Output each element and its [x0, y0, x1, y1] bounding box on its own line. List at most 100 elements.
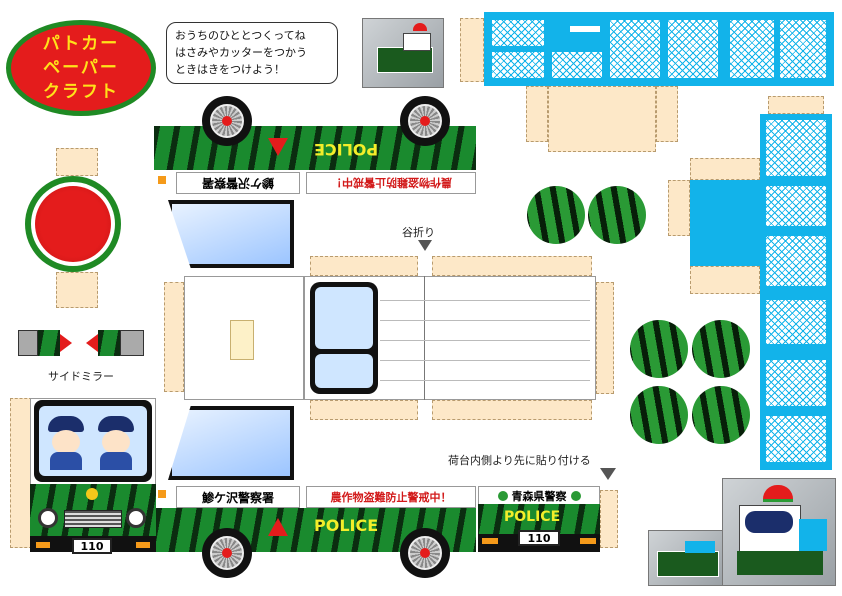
- bed-bottom-tab-right: [432, 400, 592, 420]
- hub: [420, 116, 430, 126]
- bed-line-5: [380, 380, 590, 381]
- crate-top-mesh-3: [552, 52, 602, 78]
- crate-top-bottom-flap: [548, 86, 656, 152]
- safety-note: おうちのひととつくってね はさみやカッターをつかう ときはきをつけよう！: [166, 22, 338, 84]
- crate-top-mesh-1: [492, 20, 544, 46]
- wheel: [400, 96, 450, 146]
- officer-left-cap: [48, 416, 84, 432]
- rim: [210, 104, 244, 138]
- top-wheel-right: [400, 96, 450, 146]
- wheel: [202, 96, 252, 146]
- side-mirror-left: [18, 330, 74, 356]
- bed-fold-line: [424, 276, 425, 400]
- photo-model-cab: [403, 33, 431, 51]
- crate-top-mesh-5: [668, 20, 718, 78]
- bottom-wheel-right: [400, 528, 450, 578]
- large-photo-officers: [745, 511, 793, 533]
- crate-side-mesh-6: [766, 416, 826, 462]
- crate-top-mesh-7: [780, 20, 826, 78]
- front-windshield: [34, 400, 152, 482]
- front-emblem-icon: [86, 488, 98, 500]
- wheel: [202, 528, 252, 578]
- mirror-left-panel: [18, 330, 38, 356]
- mirror-left-triangle: [60, 334, 72, 352]
- crate-side-left-flap-top: [690, 158, 760, 180]
- top-red-triangle: [268, 138, 288, 156]
- rear-melon-icon-left: [497, 491, 508, 501]
- officer-right-icon: [96, 416, 136, 470]
- mirror-right-triangle: [86, 334, 98, 352]
- watermelon-emblem-rind: [31, 182, 115, 266]
- rear-prefecture-text: 青森県警察: [511, 490, 567, 503]
- rear-light-right: [580, 538, 596, 544]
- watermelon-6: [692, 386, 750, 444]
- large-photo-side: [737, 551, 823, 575]
- rear-light-left: [482, 538, 498, 544]
- bottom-warning-panel: 農作物盗難防止警戒中！: [306, 486, 476, 508]
- hub: [222, 548, 232, 558]
- top-orange-marker: [158, 176, 166, 184]
- rear-police-text: POLICE: [504, 509, 561, 525]
- crate-side-mesh-5: [766, 360, 826, 406]
- front-left-tab: [10, 398, 32, 548]
- top-warning-panel: 農作物盗難防止警戒中！: [306, 172, 476, 194]
- rear-prefecture-row: 青森県警察: [480, 488, 598, 504]
- watermelon-emblem-flesh: [35, 186, 111, 262]
- photo-melon-icon: [413, 23, 427, 31]
- finished-model-photo-top: [362, 18, 444, 88]
- hub: [420, 548, 430, 558]
- officer-left-face: [52, 430, 80, 454]
- large-photo-melon: [763, 485, 793, 502]
- mirror-bottom-tab: [56, 272, 98, 308]
- crate-side-left-panel: [690, 180, 760, 266]
- watermelon-4: [692, 320, 750, 378]
- title-line-3: クラフト: [43, 82, 119, 102]
- crate-top-mesh-2: [492, 52, 544, 78]
- bed-window: [310, 282, 378, 394]
- front-headlight-left: [38, 508, 58, 528]
- bed-right-tab: [596, 282, 614, 394]
- fold-label: 谷折り: [402, 226, 435, 239]
- bed-line-4: [380, 360, 590, 361]
- title-badge: パトカー ペーパー クラフト: [6, 20, 156, 116]
- bed-top-tab-left: [310, 256, 418, 276]
- officer-right-cap: [98, 416, 134, 432]
- rear-right-tab: [600, 490, 618, 548]
- bottom-police-text: POLICE: [314, 516, 379, 535]
- finished-model-photo-large: [722, 478, 836, 586]
- mirror-right-stripe: [98, 330, 120, 356]
- note-line-1: おうちのひととつくってね: [175, 29, 306, 42]
- mirror-right-panel: [120, 330, 144, 356]
- crate-side-mesh-1: [766, 120, 826, 176]
- bottom-red-triangle: [268, 518, 288, 536]
- hub: [222, 116, 232, 126]
- watermelon-1: [527, 186, 585, 244]
- officer-right-face: [102, 430, 130, 454]
- top-station-panel: 鯵ケ沢警察署: [176, 172, 300, 194]
- watermelon-3: [630, 320, 688, 378]
- officer-left-icon: [46, 416, 86, 470]
- rim: [408, 104, 442, 138]
- officer-left-body: [50, 452, 82, 470]
- front-headlight-right: [126, 508, 146, 528]
- crate-side-mesh-4: [766, 300, 826, 344]
- glue-note-label: 荷台内側より先に貼り付ける: [448, 454, 591, 467]
- crate-side-mesh-3: [766, 236, 826, 286]
- mirror-top-tab: [56, 148, 98, 176]
- front-indicator-right: [136, 542, 150, 548]
- front-plate: 110: [72, 538, 112, 554]
- bottom-warning-text: 農作物盗難防止警戒中！: [330, 491, 452, 504]
- mirror-left-stripe: [38, 330, 60, 356]
- crate-top-slot: [570, 26, 600, 32]
- roof-sticker: [230, 320, 254, 360]
- fold-triangle-icon: [418, 240, 432, 251]
- rear-plate: 110: [518, 530, 560, 546]
- bed-line-3: [380, 340, 590, 341]
- side-mirror-label: サイドミラー: [48, 370, 114, 383]
- small-photo-body: [657, 551, 719, 577]
- top-wheel-left: [202, 96, 252, 146]
- crate-top-mesh-6: [730, 20, 774, 78]
- small-photo-crate: [685, 541, 715, 553]
- rim: [210, 536, 244, 570]
- crate-top-left-tab: [460, 18, 484, 82]
